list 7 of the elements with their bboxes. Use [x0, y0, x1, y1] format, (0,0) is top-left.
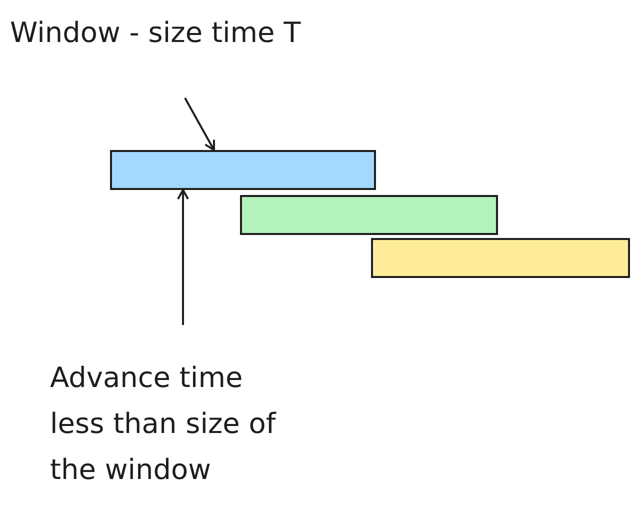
timeline-bar	[110, 150, 376, 190]
timeline-bar	[371, 238, 630, 278]
annotation-text: Advance time less than size of the window	[50, 325, 300, 495]
timeline-bar	[240, 195, 498, 235]
annotation-text: Window - size time T	[10, 10, 430, 98]
leader-arrow	[184, 98, 215, 151]
leader-arrow	[177, 189, 189, 325]
